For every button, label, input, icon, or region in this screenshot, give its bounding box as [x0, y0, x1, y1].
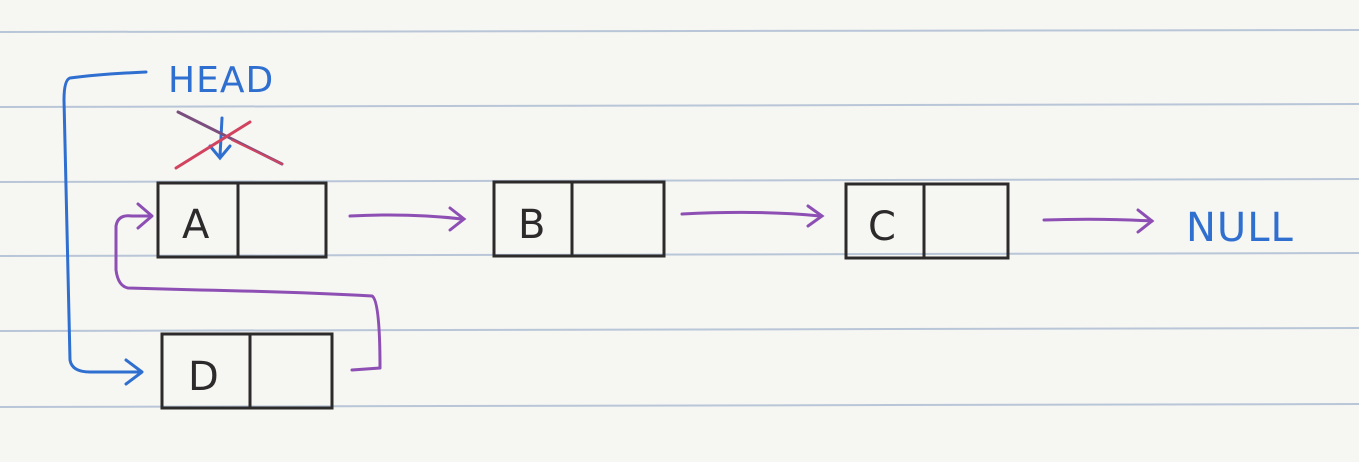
node-b-label: B	[518, 202, 545, 248]
arrow-head	[806, 204, 825, 228]
arrow-shaft	[1042, 217, 1154, 223]
rule-line	[0, 327, 1359, 332]
old-head-arrow-shaft	[218, 116, 224, 158]
rule-line	[0, 103, 1359, 108]
node-box	[156, 181, 328, 259]
node-b	[492, 180, 666, 258]
node-d-label: D	[188, 354, 219, 400]
head-pointer-to-d	[62, 70, 148, 386]
arrow-c-to-null	[1042, 208, 1155, 234]
arrow-d-to-a	[114, 202, 382, 372]
arrow-b-to-c	[680, 204, 825, 228]
node-d	[160, 332, 334, 410]
arrow-shaft	[680, 210, 822, 218]
d-next-pointer-arrow-head	[136, 202, 154, 230]
head-label: HEAD	[168, 60, 274, 101]
node-a	[156, 181, 328, 259]
cross-stroke-red	[174, 120, 252, 170]
old-head-arrow-tip	[208, 144, 232, 161]
arrow-head	[1136, 208, 1155, 234]
node-c-label: C	[868, 204, 896, 250]
null-label: NULL	[1186, 205, 1294, 251]
rule-line	[0, 29, 1359, 33]
node-box	[492, 180, 666, 258]
node-a-label: A	[182, 202, 210, 248]
old-head-pointer-crossed-out	[174, 110, 284, 170]
arrow-shaft	[348, 213, 464, 221]
head-pointer-arrow-head	[124, 358, 144, 386]
d-next-pointer-line	[114, 214, 382, 372]
arrow-head	[448, 206, 467, 232]
arrow-a-to-b	[348, 206, 467, 232]
node-c	[844, 182, 1010, 260]
head-pointer-line	[62, 70, 148, 374]
cross-stroke-red	[231, 139, 283, 165]
node-box	[160, 332, 334, 410]
node-box	[844, 182, 1010, 260]
